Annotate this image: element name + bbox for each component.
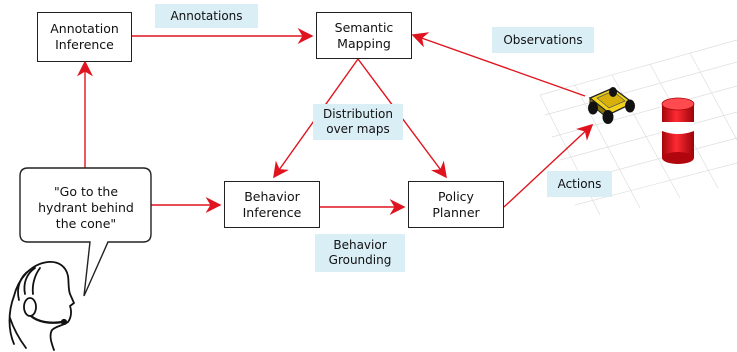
edge-robot-observations-to-semantic xyxy=(411,32,586,97)
distribution-over-maps-label: Distribution over maps xyxy=(313,104,403,140)
speech-bubble-text: "Go to the hydrant behind the cone" xyxy=(38,184,134,231)
behavior-grounding-label: Behavior Grounding xyxy=(315,234,405,272)
observations-label: Observations xyxy=(492,27,594,53)
semantic-mapping-node: Semantic Mapping xyxy=(316,12,412,59)
behavior-inference-node: Behavior Inference xyxy=(224,181,320,228)
operator-headset-icon xyxy=(8,261,75,351)
robot-icon xyxy=(588,87,635,124)
traffic-cone-icon xyxy=(661,97,695,164)
speech-bubble xyxy=(19,167,152,297)
actions-label: Actions xyxy=(547,171,612,197)
annotation-inference-node: Annotation Inference xyxy=(37,12,132,62)
edge-policy-actions-to-robot xyxy=(503,123,594,208)
annotations-label: Annotations xyxy=(155,4,258,28)
policy-planner-node: Policy Planner xyxy=(408,181,504,228)
